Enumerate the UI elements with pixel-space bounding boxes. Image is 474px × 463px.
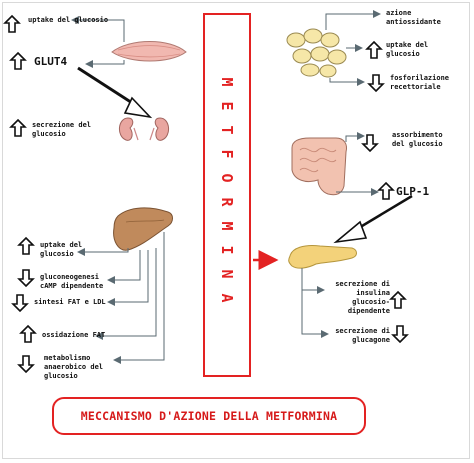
kidney-illustration	[119, 117, 169, 141]
liver-effect-gluconeogenesi: gluconeogenesi cAMP dipendente	[40, 273, 104, 290]
decrease-arrow-icon	[368, 74, 384, 92]
arrowhead-icon	[333, 220, 368, 244]
adipose-effect-uptake: uptake del glucosio	[386, 41, 429, 58]
increase-arrow-icon	[10, 119, 26, 137]
liver-connectors	[77, 232, 165, 364]
intestine-effect-assorbimento: assorbimento del glucosio	[392, 131, 443, 148]
decrease-arrow-icon	[18, 355, 34, 373]
diagram-title: MECCANISMO D'AZIONE DELLA METFORMINA	[80, 409, 338, 423]
muscle-uptake-label: uptake del glucosio	[28, 16, 109, 24]
adipose-connectors	[325, 10, 381, 86]
pancreas-effect-insulina: secrezione di insulina glucosio-dipenden…	[335, 280, 390, 315]
glp1-label: GLP-1	[396, 185, 430, 198]
increase-arrow-icon	[4, 15, 20, 33]
glut4-label: GLUT4	[34, 55, 68, 68]
adipose-effect-antiossidante: azione antiossidante	[386, 9, 441, 26]
pancreas-connectors	[301, 268, 329, 338]
intestine-connectors	[336, 132, 379, 196]
muscle-illustration	[111, 41, 187, 62]
decrease-arrow-icon	[362, 134, 378, 152]
liver-effect-ossidazione: ossidazione FAT	[42, 331, 106, 339]
kidney-secretion-label: secrezione del glucosio	[32, 121, 92, 138]
muscle-connectors	[71, 16, 125, 68]
liver-illustration	[113, 207, 173, 251]
arrowhead-icon	[123, 96, 153, 119]
adipose-illustration	[286, 28, 347, 78]
decrease-arrow-icon	[12, 294, 28, 312]
adipose-effect-fosforilazione: fosforilazione recettoriale	[390, 74, 450, 91]
intestine-illustration	[291, 137, 347, 196]
outer-frame	[2, 2, 470, 459]
increase-arrow-icon	[10, 52, 26, 70]
decrease-arrow-icon	[18, 269, 34, 287]
pancreas-illustration	[288, 245, 357, 269]
metformina-letter: A	[218, 293, 236, 303]
title-box: MECCANISMO D'AZIONE DELLA METFORMINA	[52, 397, 366, 435]
increase-arrow-icon	[366, 41, 382, 59]
pancreas-effect-glucagone: secrezione di glucagone	[335, 327, 390, 344]
increase-arrow-icon	[378, 182, 394, 200]
liver-effect-sintesi-fat: sintesi FAT e LDL	[34, 298, 106, 306]
increase-arrow-icon	[18, 237, 34, 255]
increase-arrow-icon	[390, 291, 406, 309]
increase-arrow-icon	[20, 325, 36, 343]
liver-effect-metabolismo: metabolismo anaerobico del glucosio	[44, 354, 104, 380]
liver-effect-uptake: uptake del glucosio	[40, 241, 83, 258]
decrease-arrow-icon	[392, 325, 408, 343]
